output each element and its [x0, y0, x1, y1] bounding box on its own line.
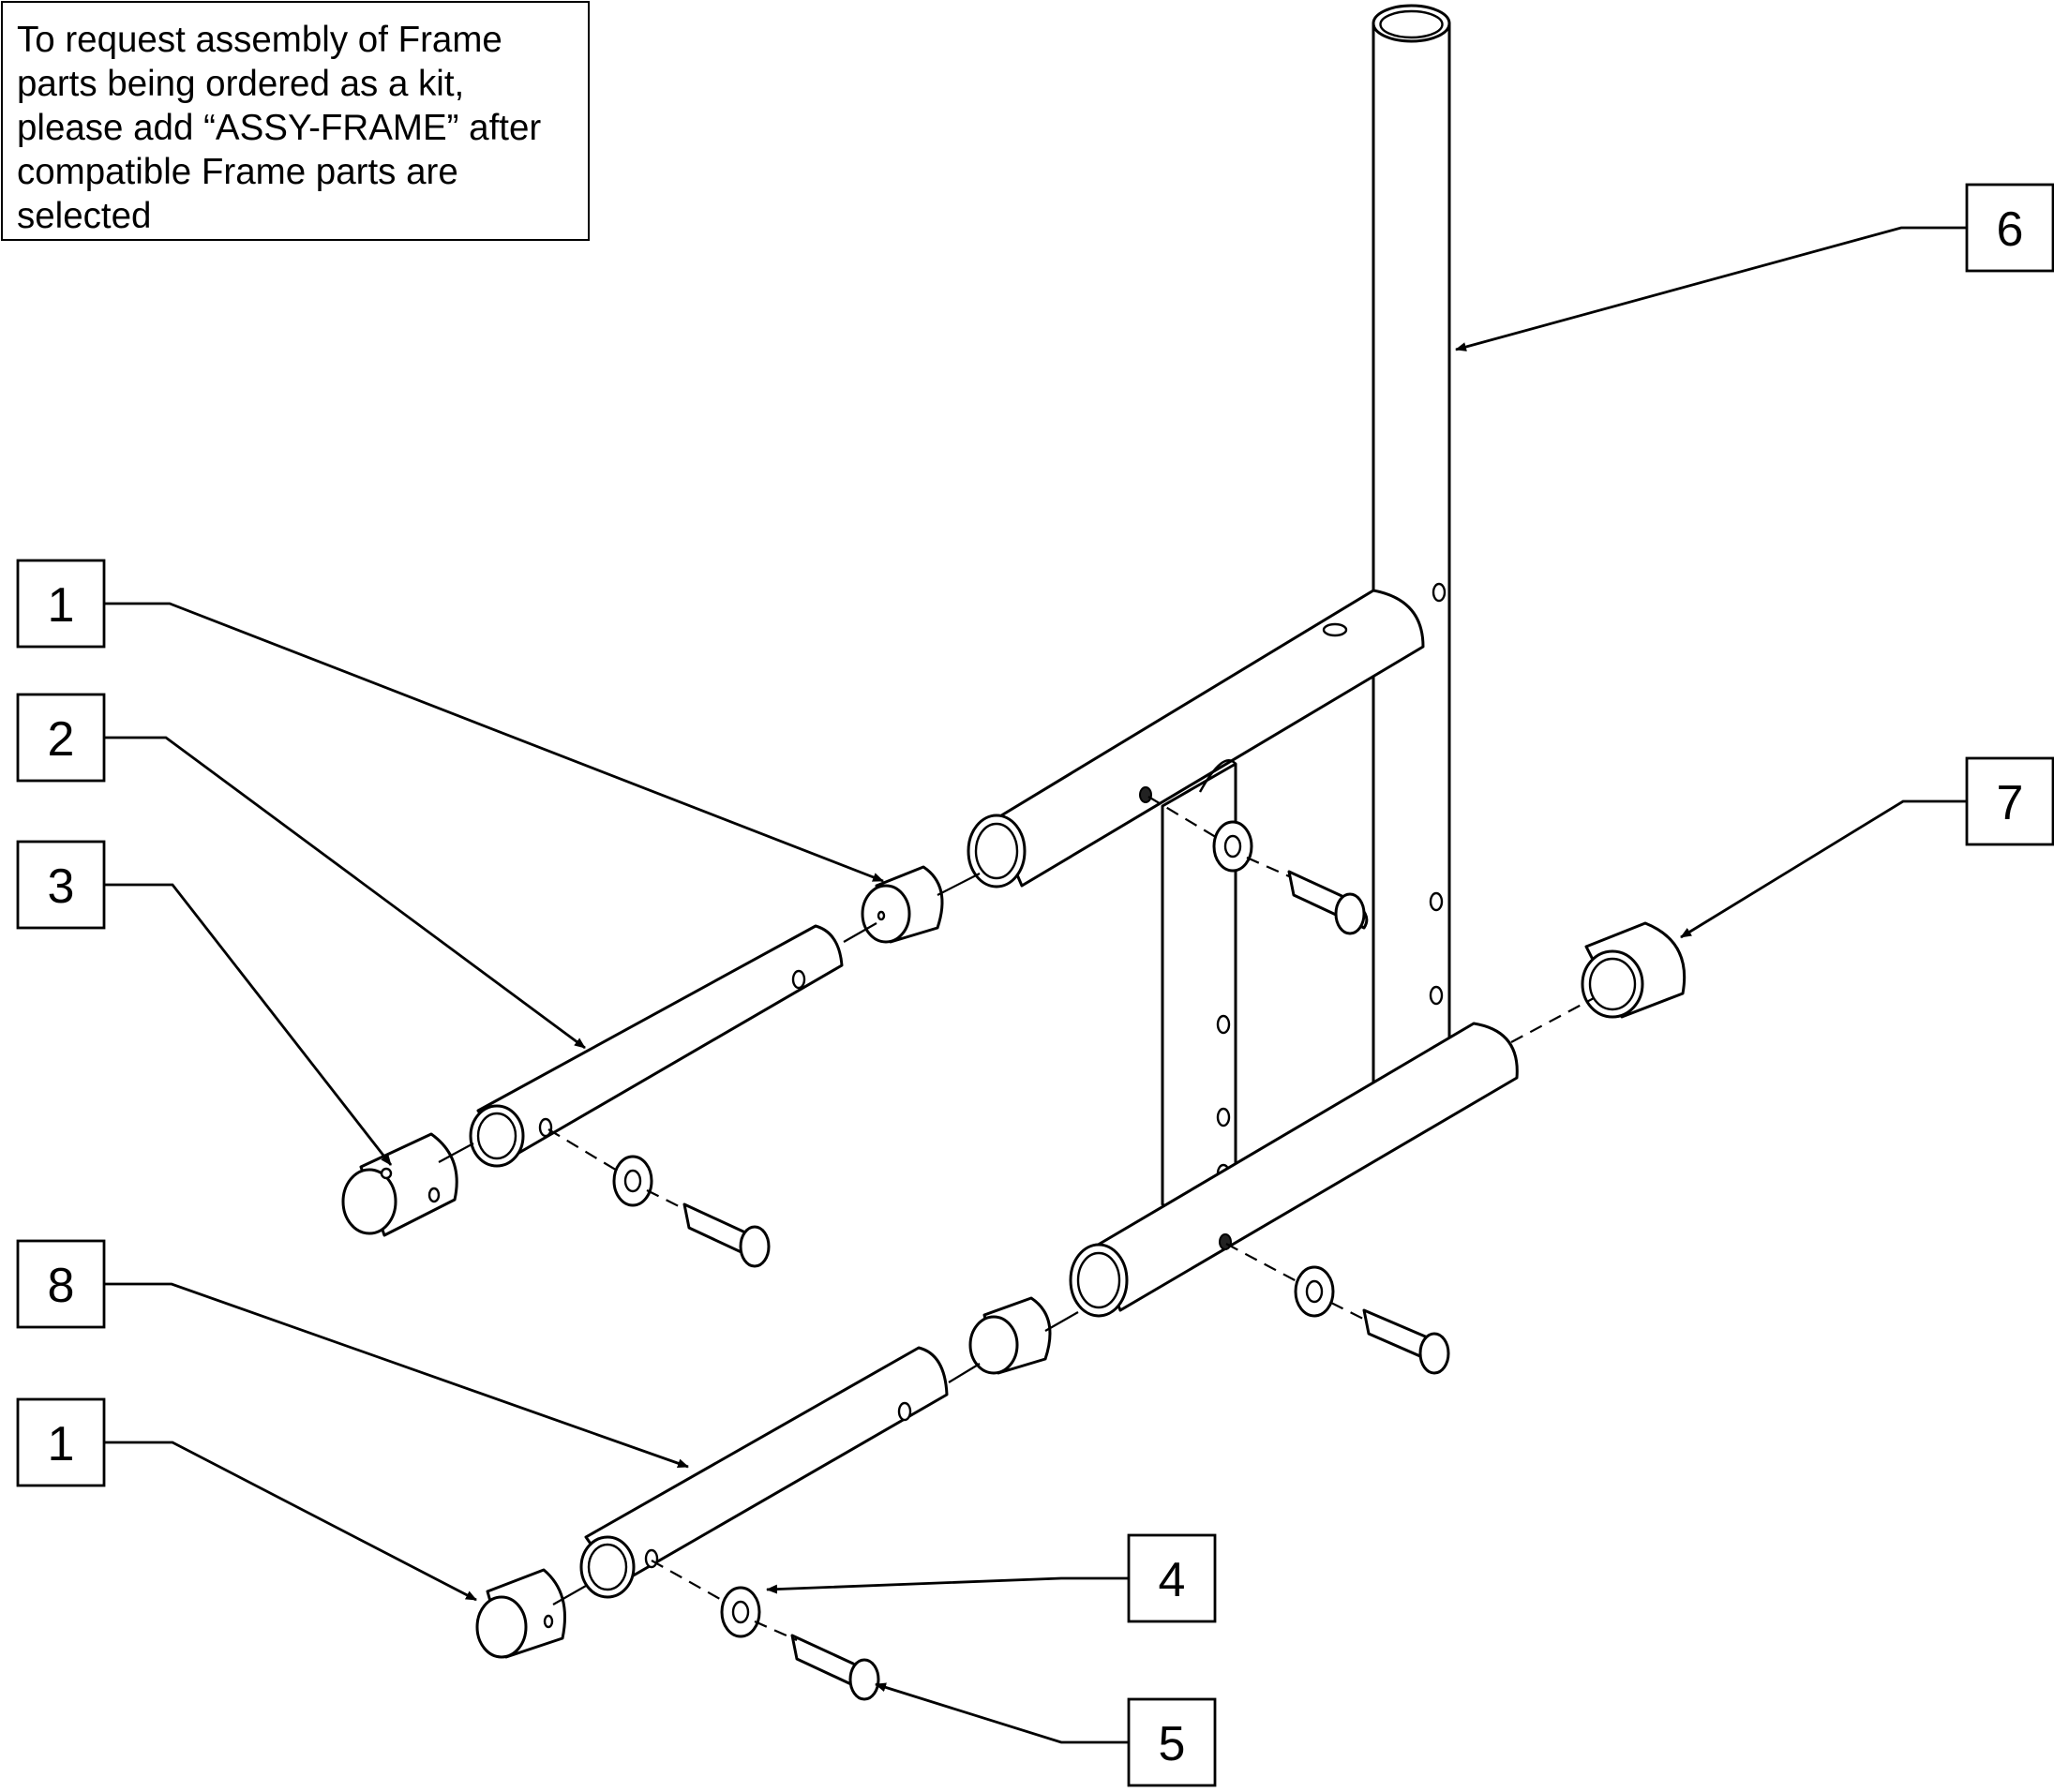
- callout-8-label: 8: [48, 1259, 75, 1313]
- washers: [612, 820, 1335, 1638]
- callout-3: 3: [16, 840, 106, 930]
- callout-5: 5: [1127, 1697, 1217, 1787]
- callout-6: 6: [1965, 183, 2054, 273]
- callout-6-label: 6: [1997, 202, 2024, 257]
- callout-1-upper: 1: [16, 559, 106, 649]
- screws: [682, 870, 1450, 1701]
- lower-insert-plug: [968, 1296, 1052, 1375]
- callout-7-label: 7: [1997, 776, 2024, 830]
- end-cap-3: [341, 1132, 458, 1237]
- upper-insert-plug: [861, 865, 944, 944]
- leader-lines: [104, 226, 1967, 1744]
- callout-1-lower-label: 1: [48, 1417, 75, 1471]
- upper-crossbar-tube: [967, 589, 1425, 889]
- callout-2-label: 2: [48, 712, 75, 767]
- end-cap-1-lower: [475, 1568, 566, 1659]
- assembly-note: To request assembly of Frame parts being…: [1, 1, 590, 241]
- callout-2: 2: [16, 693, 106, 783]
- lower-crossbar-tube: [1069, 1022, 1519, 1318]
- vertical-post-tube: [1372, 4, 1451, 1101]
- callout-3-label: 3: [48, 859, 75, 914]
- end-cap-7: [1581, 921, 1687, 1019]
- callout-8: 8: [16, 1239, 106, 1329]
- callout-5-label: 5: [1159, 1717, 1186, 1771]
- callout-1-lower: 1: [16, 1397, 106, 1487]
- callout-7: 7: [1965, 756, 2054, 846]
- callout-4: 4: [1127, 1533, 1217, 1623]
- assembly-axes: [438, 796, 1595, 1642]
- callout-4-label: 4: [1159, 1553, 1186, 1607]
- upper-extension-tube: [469, 924, 844, 1168]
- lower-extension-tube: [579, 1346, 949, 1599]
- callout-1-upper-label: 1: [48, 578, 75, 633]
